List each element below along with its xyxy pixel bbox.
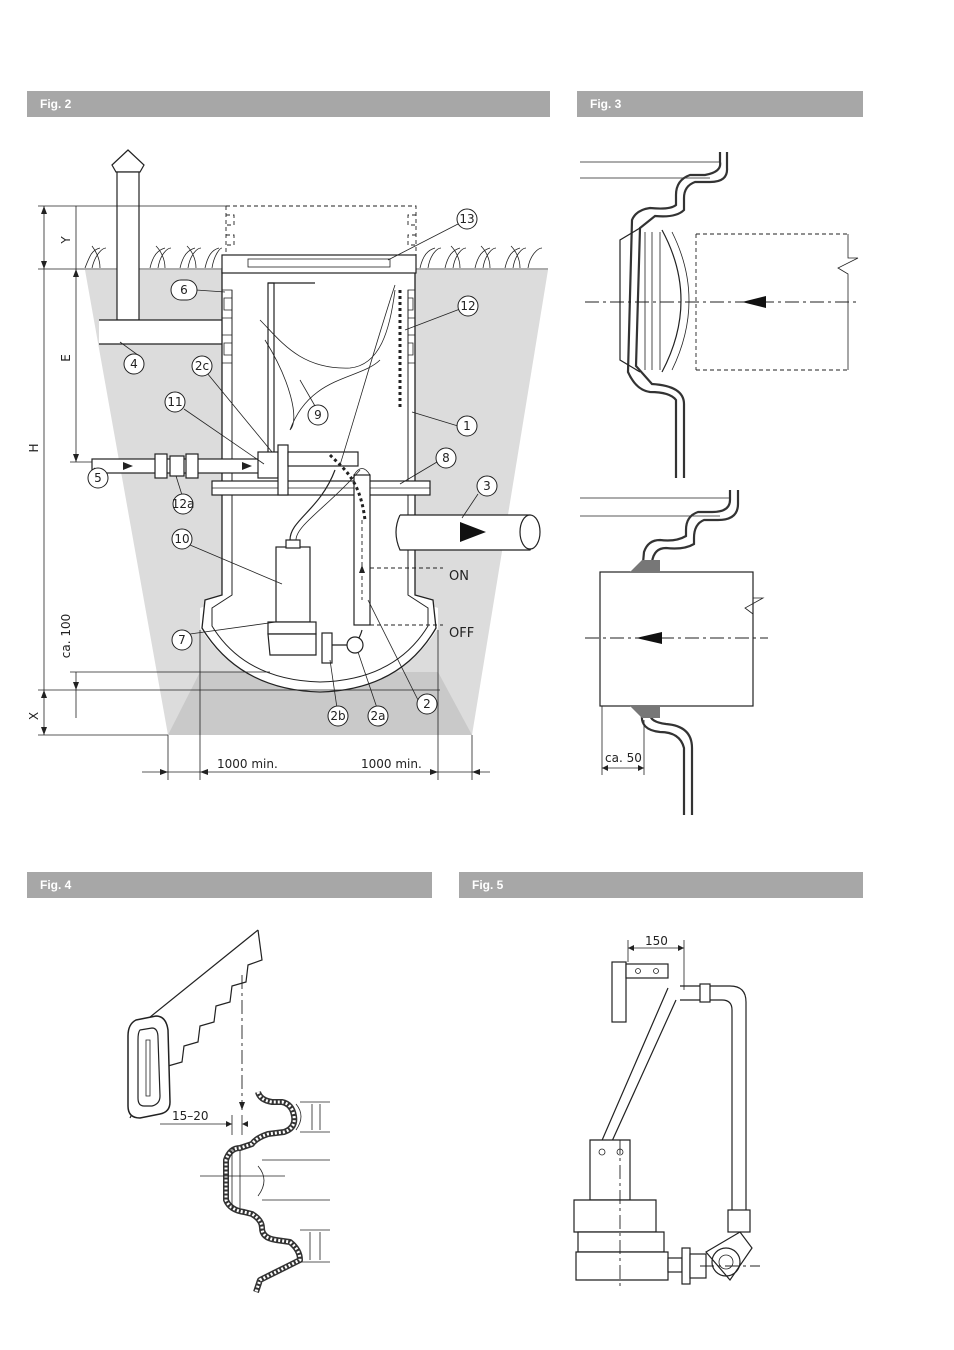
callout-8: 8: [435, 447, 457, 469]
fig2-title: Fig. 2: [40, 97, 72, 111]
svg-text:2c: 2c: [195, 359, 209, 373]
callout-3: 3: [476, 475, 498, 497]
callout-11: 5: [87, 467, 109, 489]
callout-2c: 2c: [191, 355, 213, 377]
svg-text:6: 6: [180, 283, 188, 297]
svg-text:3: 3: [483, 479, 491, 493]
callout-4: 4: [123, 353, 145, 375]
svg-text:2b: 2b: [330, 709, 345, 723]
svg-text:12a: 12a: [172, 497, 195, 511]
fig5-title: Fig. 5: [472, 878, 504, 892]
callout-12: 11: [164, 391, 186, 413]
fig2-header: Fig. 2: [27, 91, 550, 117]
callout-leaders: [93, 223, 479, 709]
callout-9: 9: [307, 404, 329, 426]
svg-text:2: 2: [423, 697, 431, 711]
tank-wall-section: [223, 1091, 330, 1293]
on-label: ON: [449, 569, 469, 584]
callout-6: 13: [456, 208, 478, 230]
callout-13: 12a: [172, 493, 195, 515]
fig3-title: Fig. 3: [590, 97, 622, 111]
dim-150: 150: [645, 934, 668, 948]
soil-backfill: [85, 270, 548, 735]
inlet-pipe: [395, 514, 541, 551]
svg-text:13: 13: [459, 212, 474, 226]
callout-12a: 6: [170, 279, 198, 301]
fig4-title: Fig. 4: [40, 878, 72, 892]
callouts: 13 12 1 8 3 2 2a 2b 7 10 9 2c 11 12a 5 4…: [87, 208, 498, 727]
callout-7: 7: [171, 629, 193, 651]
fig5-dimension: [627, 940, 685, 990]
svg-text:2a: 2a: [371, 709, 386, 723]
fig3-lower-detail: [580, 490, 768, 815]
callout-1: 1: [456, 415, 478, 437]
dim-ca100: ca. 100: [59, 614, 73, 658]
dim-15-20: 15–20: [172, 1109, 209, 1123]
svg-text:5: 5: [94, 471, 102, 485]
svg-text:8: 8: [442, 451, 450, 465]
svg-text:9: 9: [314, 408, 322, 422]
fig3-upper-detail: [580, 152, 860, 478]
svg-text:7: 7: [178, 633, 186, 647]
callout-5: 12: [457, 295, 479, 317]
svg-text:1: 1: [463, 419, 471, 433]
svg-text:10: 10: [174, 532, 189, 546]
dim-min-left: 1000 min.: [217, 757, 278, 771]
vent-pipe: [99, 149, 258, 345]
hole-saw-tool: [127, 929, 263, 1119]
dim-h: H: [27, 443, 41, 452]
off-label: OFF: [449, 626, 474, 641]
svg-text:4: 4: [130, 357, 138, 371]
svg-text:11: 11: [167, 395, 182, 409]
tank-body: [201, 205, 437, 693]
dim-x: X: [27, 712, 41, 720]
callout-2b: 2b: [327, 705, 349, 727]
svg-text:12: 12: [460, 299, 475, 313]
dim-y: Y: [59, 236, 73, 245]
fig5-header: Fig. 5: [459, 872, 863, 898]
pump-assembly: [91, 282, 402, 664]
grass-surface: [84, 245, 543, 269]
fig3-header: Fig. 3: [577, 91, 863, 117]
callout-2: 2: [416, 693, 438, 715]
foundation-slab: [168, 672, 472, 735]
dim-min-right: 1000 min.: [361, 757, 422, 771]
dim-ca50: ca. 50: [605, 751, 642, 765]
fig4-header: Fig. 4: [27, 872, 432, 898]
dimension-ticks: [41, 206, 480, 775]
dim-e: E: [59, 354, 73, 362]
callout-2a: 2a: [367, 705, 389, 727]
callout-10: 10: [171, 528, 193, 550]
fig5-pump-assembly: [573, 961, 760, 1290]
